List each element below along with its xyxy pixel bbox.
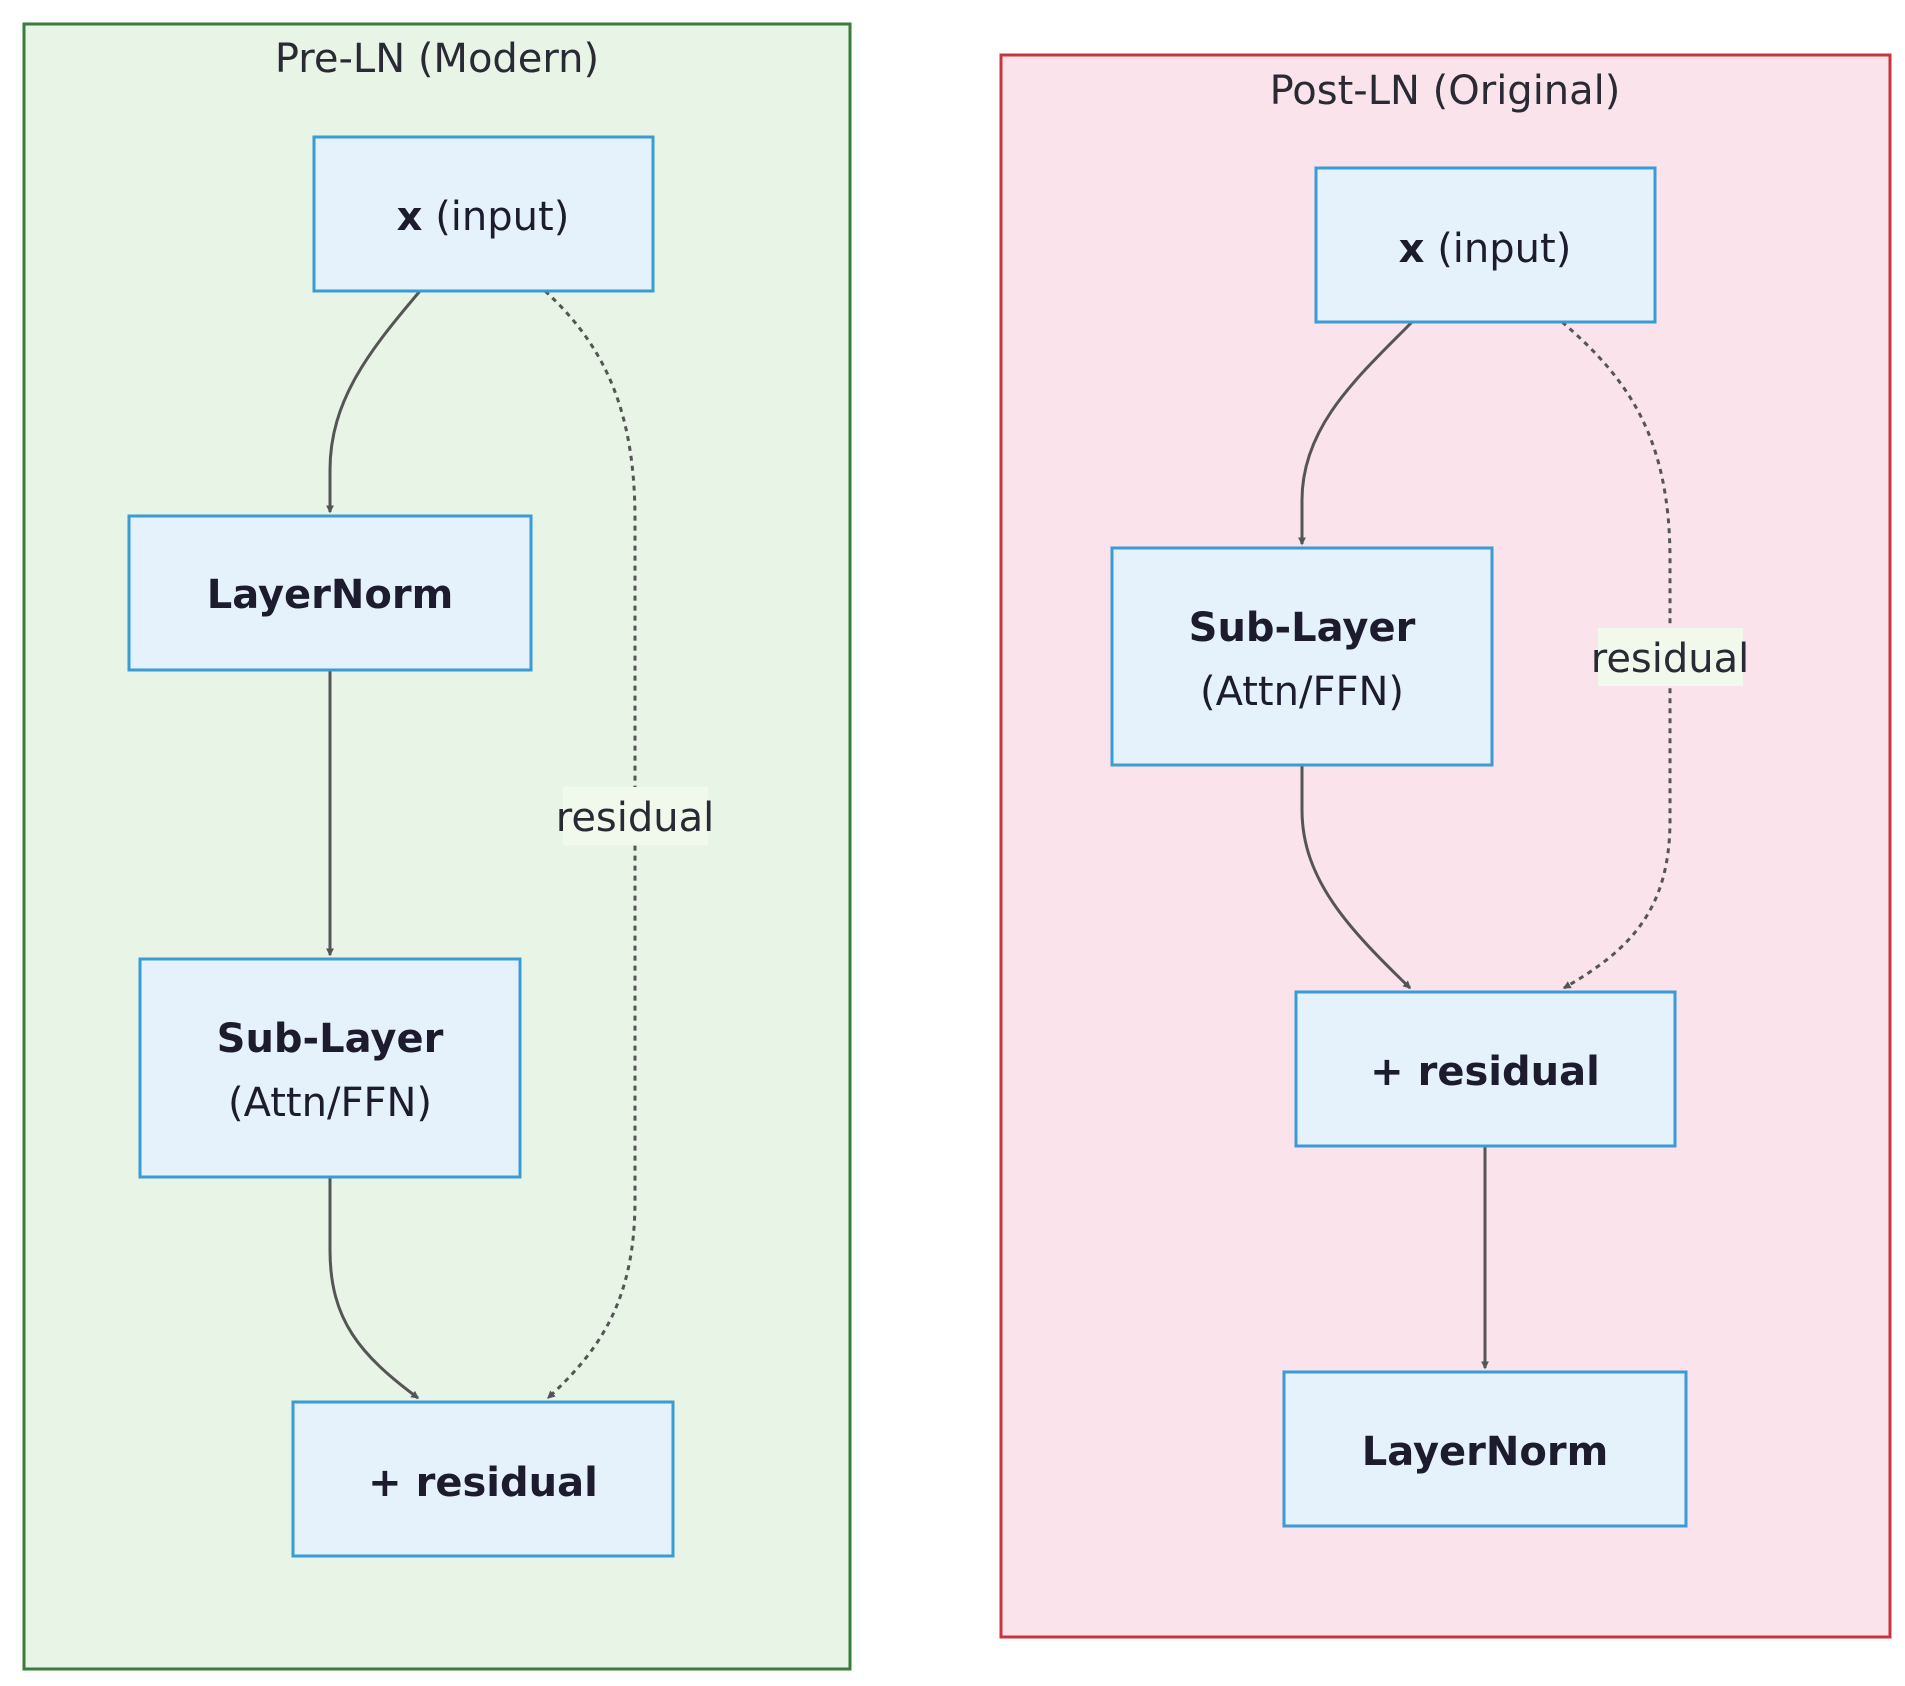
edge-label-post-residual: residual (1591, 636, 1750, 682)
cluster-post-ln: Post-LN (Original) residual x (input) Su… (999, 53, 1892, 1639)
svg-text:x (input): x (input) (1399, 226, 1572, 272)
node-post-input: x (input) (1314, 166, 1657, 324)
edge-label-pre-residual: residual (556, 795, 715, 841)
node-post-input-label: (input) (1424, 226, 1571, 272)
node-pre-residual: + residual (291, 1400, 675, 1558)
node-pre-input: x (input) (312, 135, 655, 293)
node-pre-layernorm: LayerNorm (127, 514, 533, 672)
node-post-residual: + residual (1294, 990, 1677, 1148)
cluster-pre-ln-frame (22, 22, 852, 1671)
node-pre-input-var: x (397, 194, 423, 240)
node-post-sublayer-subtitle: (Attn/FFN) (1200, 669, 1404, 715)
node-post-input-var: x (1399, 226, 1425, 272)
node-post-layernorm-label: LayerNorm (1362, 1429, 1609, 1475)
node-post-sublayer-title: Sub-Layer (1189, 605, 1416, 651)
node-pre-sublayer-title: Sub-Layer (217, 1016, 444, 1062)
edge-pre-input-to-residual-dashed (543, 289, 637, 1400)
edge-post-input-to-residual-dashed (1561, 320, 1672, 990)
node-pre-sublayer: Sub-Layer (Attn/FFN) (138, 957, 522, 1179)
edge-label-bg-post (1598, 628, 1743, 686)
node-pre-sublayer-subtitle: (Attn/FFN) (228, 1080, 432, 1126)
node-post-layernorm: LayerNorm (1282, 1370, 1688, 1528)
node-pre-residual-label: + residual (368, 1460, 598, 1506)
edge-post-sublayer-to-residual (1300, 765, 1412, 990)
node-post-sublayer: Sub-Layer (Attn/FFN) (1110, 546, 1494, 767)
edge-post-input-to-sublayer (1298, 320, 1414, 546)
cluster-pre-ln-title: Pre-LN (Modern) (275, 36, 599, 82)
node-pre-input-label: (input) (422, 194, 569, 240)
node-post-residual-label: + residual (1370, 1049, 1600, 1095)
edge-label-bg-pre (563, 787, 708, 845)
cluster-pre-ln: Pre-LN (Modern) residual x (input) Layer… (22, 22, 852, 1671)
svg-text:x (input): x (input) (397, 194, 570, 240)
edge-pre-input-to-layernorm (326, 290, 422, 514)
node-pre-layernorm-label: LayerNorm (207, 572, 454, 618)
edge-pre-sublayer-to-residual (328, 1177, 420, 1400)
cluster-post-ln-title: Post-LN (Original) (1270, 68, 1621, 114)
